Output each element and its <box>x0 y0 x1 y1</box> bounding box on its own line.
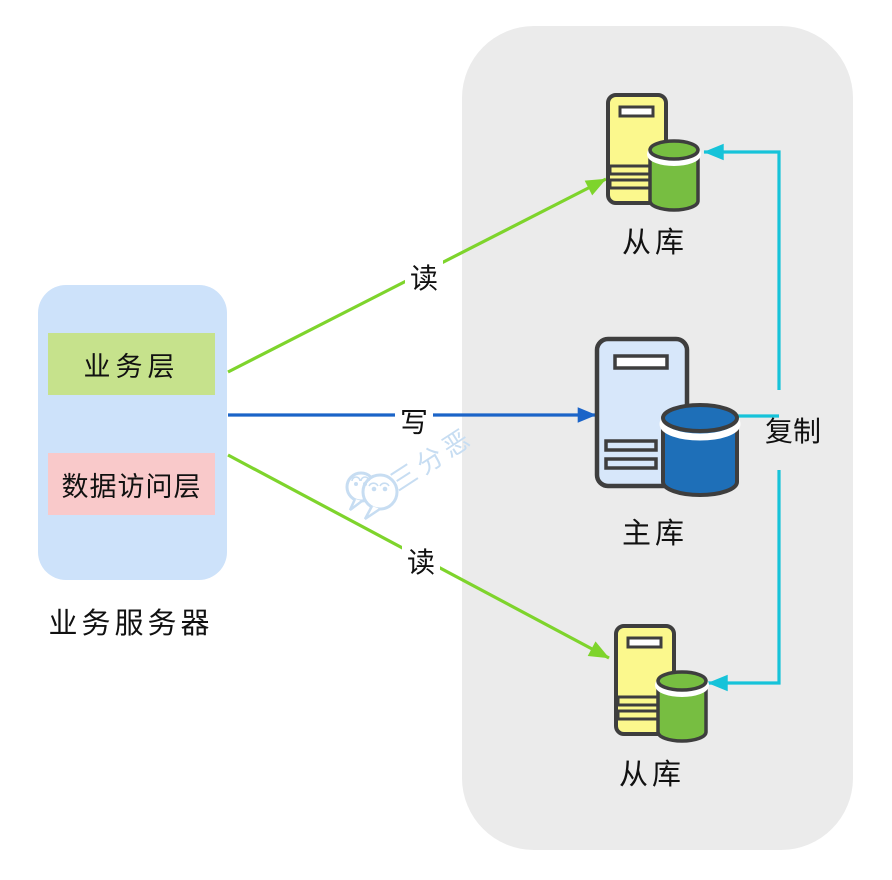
app-server-box: 业务层 数据访问层 <box>38 285 227 580</box>
business-layer-box: 业务层 <box>48 333 215 395</box>
database-cylinder-icon <box>647 139 701 212</box>
read-label-bottom: 读 <box>401 540 441 582</box>
master-icon <box>593 335 745 501</box>
read-label-top: 读 <box>404 256 444 298</box>
write-label: 写 <box>394 400 434 442</box>
slave-bottom-label: 从库 <box>618 759 686 791</box>
data-access-layer-label: 数据访问层 <box>61 471 202 502</box>
slave-bottom-icon <box>606 623 711 745</box>
slave-top-label: 从库 <box>621 227 689 259</box>
database-cylinder-icon <box>655 670 709 743</box>
replicate-label: 复制 <box>764 417 822 448</box>
business-layer-label: 业务层 <box>83 351 180 382</box>
data-access-layer-box: 数据访问层 <box>48 453 215 515</box>
app-server-label: 业务服务器 <box>48 608 214 640</box>
database-cylinder-icon <box>659 403 741 497</box>
slave-top-icon <box>598 92 703 214</box>
master-label: 主库 <box>621 518 689 550</box>
wechat-bubbles-icon <box>345 471 399 521</box>
